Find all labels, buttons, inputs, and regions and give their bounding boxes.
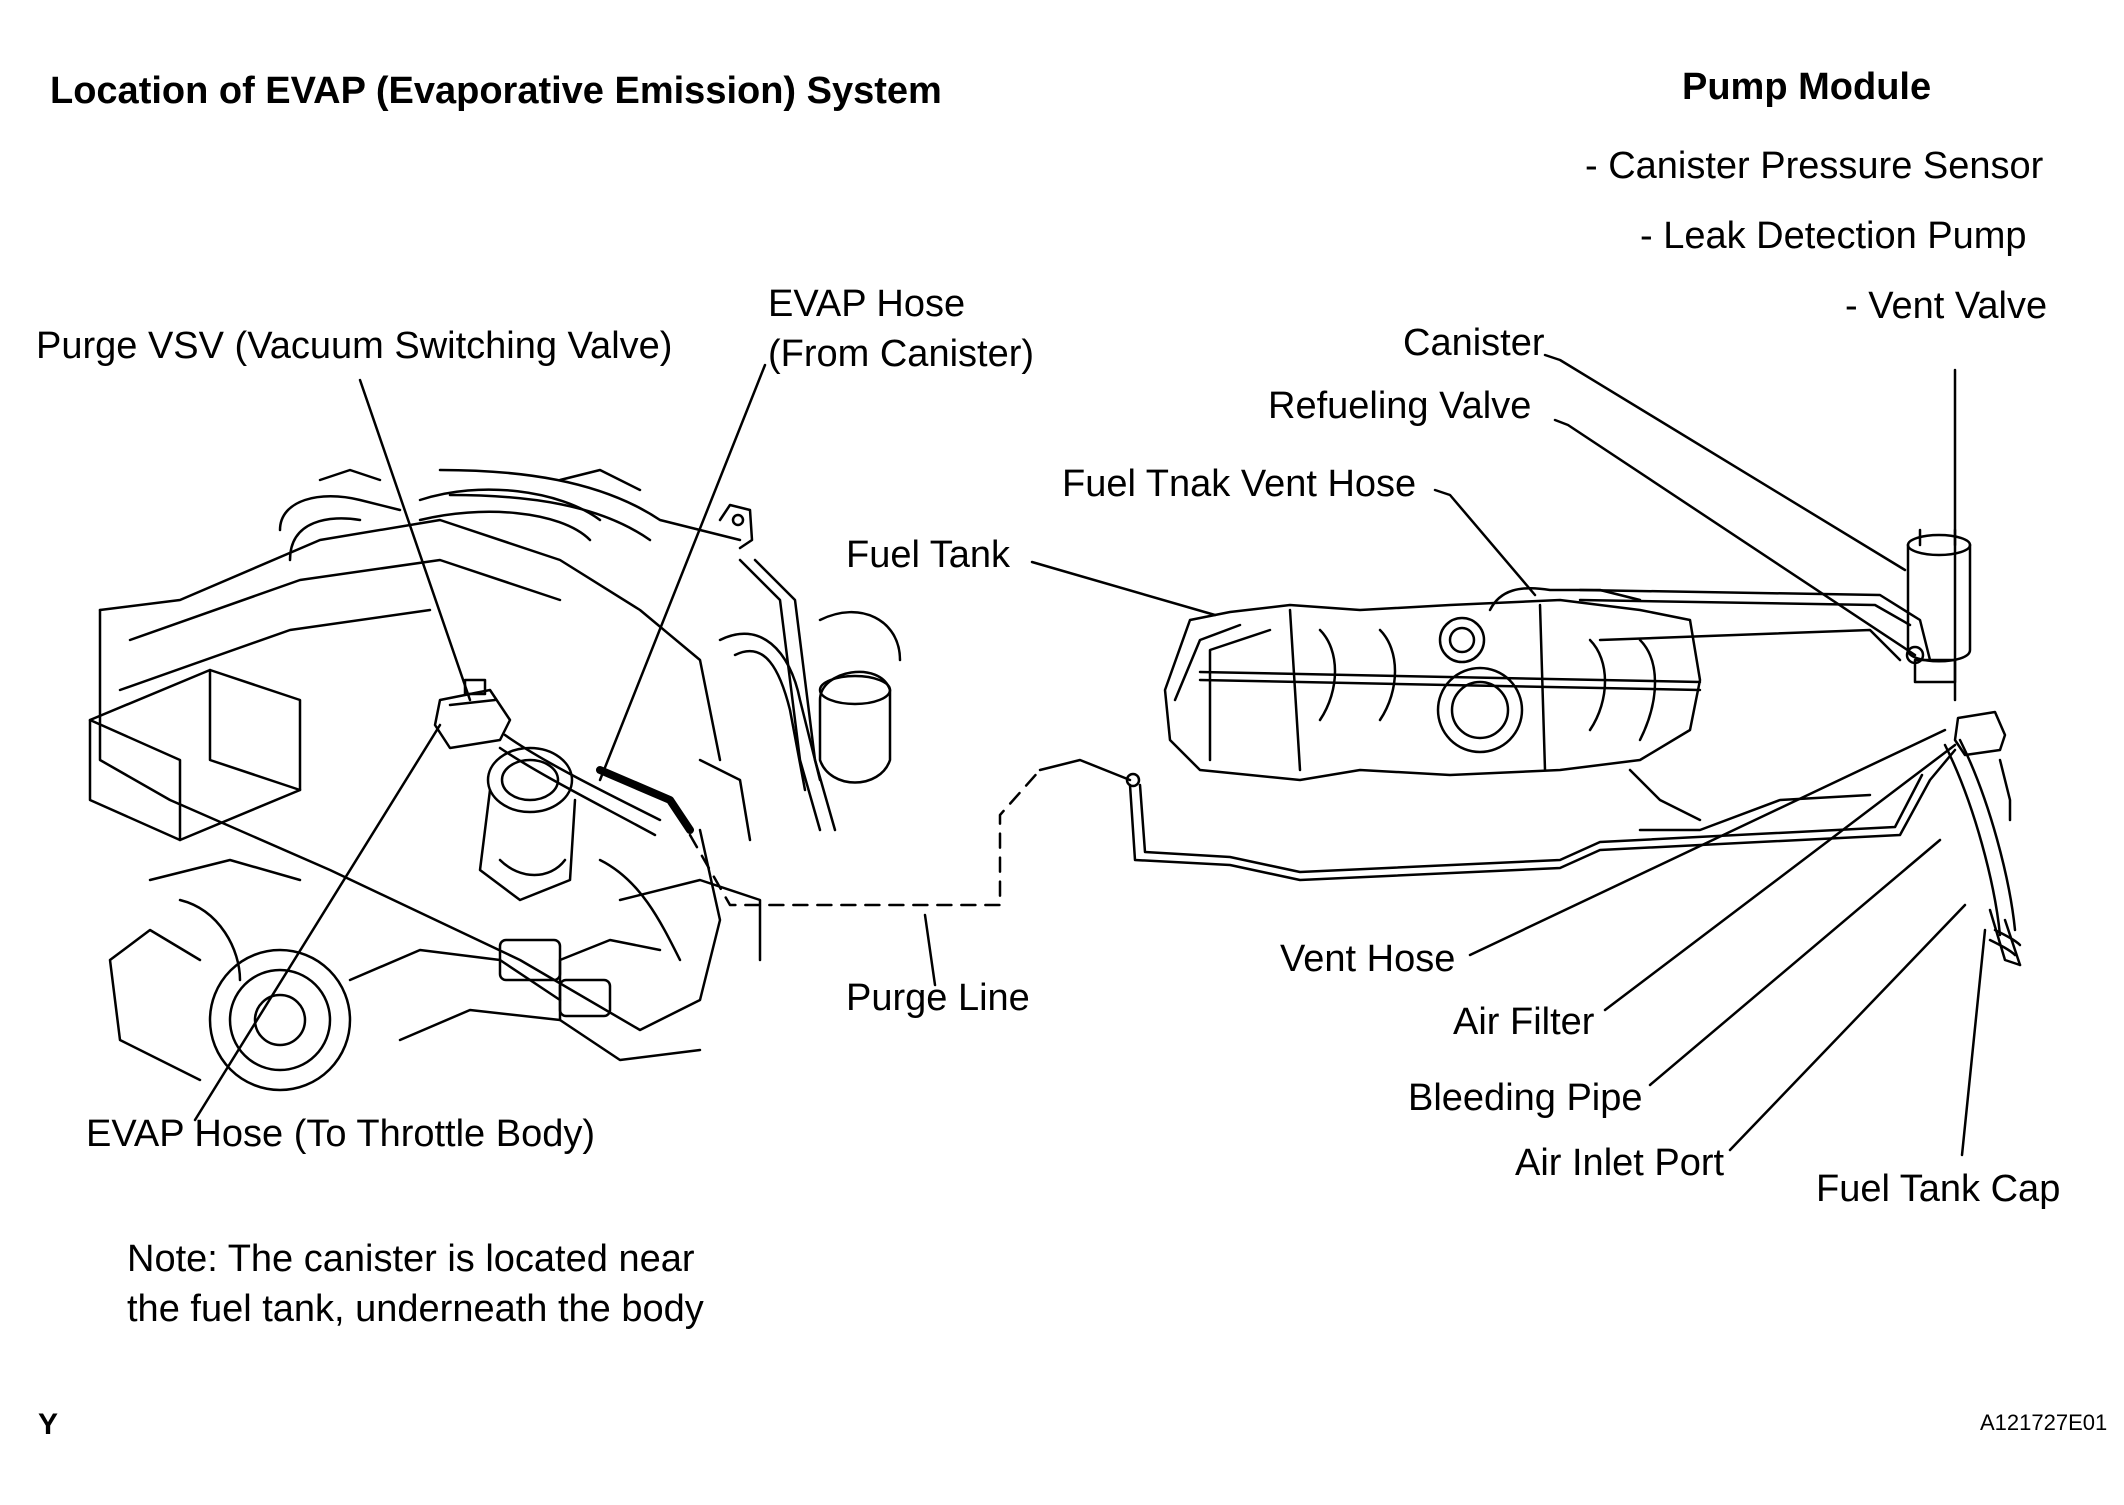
purge-line-dashed — [688, 768, 1042, 907]
label-fuel-tank-vent-hose: Fuel Tnak Vent Hose — [1062, 463, 1417, 505]
engine-illustration — [88, 468, 902, 1092]
figure-id: A121727E01 — [1980, 1410, 2108, 1435]
label-fuel-tank: Fuel Tank — [846, 534, 1011, 576]
label-canister: Canister — [1403, 322, 1545, 364]
label-refueling-valve: Refueling Valve — [1268, 385, 1532, 427]
pump-module-item-canister-pressure-sensor: - Canister Pressure Sensor — [1585, 145, 2044, 187]
label-purge-line: Purge Line — [846, 977, 1030, 1019]
pump-module-item-leak-detection-pump: - Leak Detection Pump — [1640, 215, 2027, 257]
label-vent-hose: Vent Hose — [1280, 938, 1456, 980]
leader-lines — [193, 353, 1987, 1157]
page-title: Location of EVAP (Evaporative Emission) … — [50, 70, 942, 112]
label-air-inlet-port: Air Inlet Port — [1515, 1142, 1725, 1184]
note-line-1: Note: The canister is located near — [127, 1238, 695, 1280]
pump-module-heading: Pump Module — [1682, 66, 1932, 108]
pump-module-item-vent-valve: - Vent Valve — [1845, 285, 2048, 327]
label-purge-vsv: Purge VSV (Vacuum Switching Valve) — [36, 325, 673, 367]
label-bleeding-pipe: Bleeding Pipe — [1408, 1077, 1643, 1119]
note-line-2: the fuel tank, underneath the body — [127, 1288, 704, 1330]
label-fuel-tank-cap: Fuel Tank Cap — [1816, 1168, 2061, 1210]
label-evap-hose-from-canister-line2: (From Canister) — [768, 333, 1035, 375]
label-air-filter: Air Filter — [1453, 1001, 1595, 1043]
label-evap-hose-from-canister-line1: EVAP Hose — [768, 283, 966, 325]
label-evap-hose-to-throttle: EVAP Hose (To Throttle Body) — [86, 1113, 596, 1155]
corner-code: Y — [38, 1408, 59, 1441]
fuel-tank-illustration — [1038, 528, 2022, 967]
